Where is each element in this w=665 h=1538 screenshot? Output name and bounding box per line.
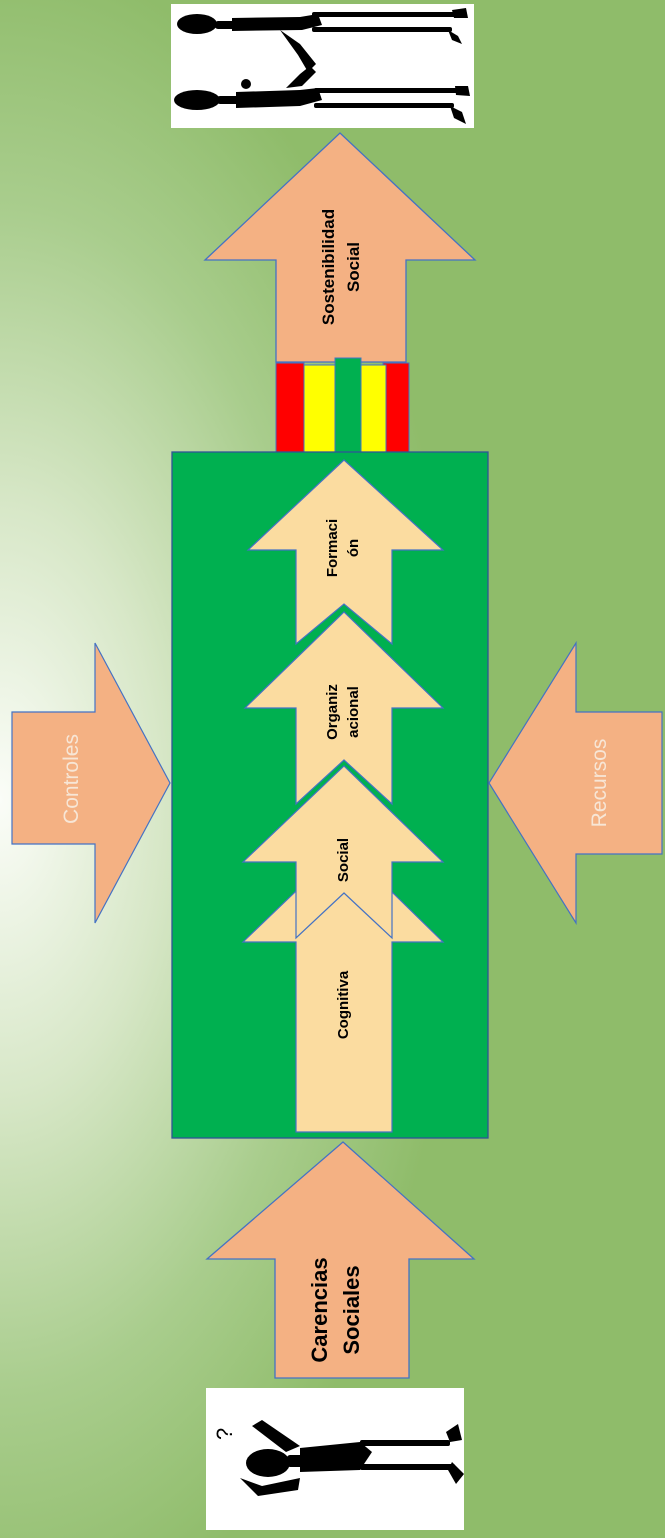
output-arrow <box>203 132 477 363</box>
stripe-5 <box>382 362 410 459</box>
stripe-2 <box>303 364 336 458</box>
stage-label-cognitiva: Cognitiva <box>335 970 352 1039</box>
stage-arrow-social <box>241 765 445 940</box>
stage-label-organizacional-line2: acional <box>345 686 362 738</box>
stage-label-social: Social <box>335 838 352 882</box>
stripe-1 <box>275 362 305 459</box>
input-label-line2: Sociales <box>339 1265 364 1354</box>
couple-holding-hands-icon <box>171 4 474 128</box>
stage-label-organizacional-line1: Organiz <box>324 684 341 740</box>
svg-text:?: ? <box>212 1428 237 1440</box>
stage-label-formacion-line2: ón <box>345 539 362 557</box>
input-arrow <box>205 1141 476 1379</box>
resources-arrow <box>488 640 663 926</box>
stage-label-formacion-line1: Formaci <box>324 519 341 577</box>
output-label-line1: Sostenibilidad <box>319 209 338 325</box>
stage-arrow-formacion <box>246 459 445 646</box>
stage-arrow-cognitiva <box>241 844 445 1133</box>
controls-arrow <box>11 642 171 924</box>
stripe-4 <box>360 364 387 458</box>
controls-label: Controles <box>60 734 83 824</box>
input-label-line1: Carencias <box>307 1257 332 1362</box>
confused-person-icon: ? <box>206 1388 464 1530</box>
stripe-3 <box>334 357 362 457</box>
color-stripes <box>275 357 410 459</box>
resources-label: Recursos <box>588 739 611 828</box>
stage-arrow-organizacional <box>243 611 445 806</box>
output-label-line2: Social <box>344 242 363 292</box>
